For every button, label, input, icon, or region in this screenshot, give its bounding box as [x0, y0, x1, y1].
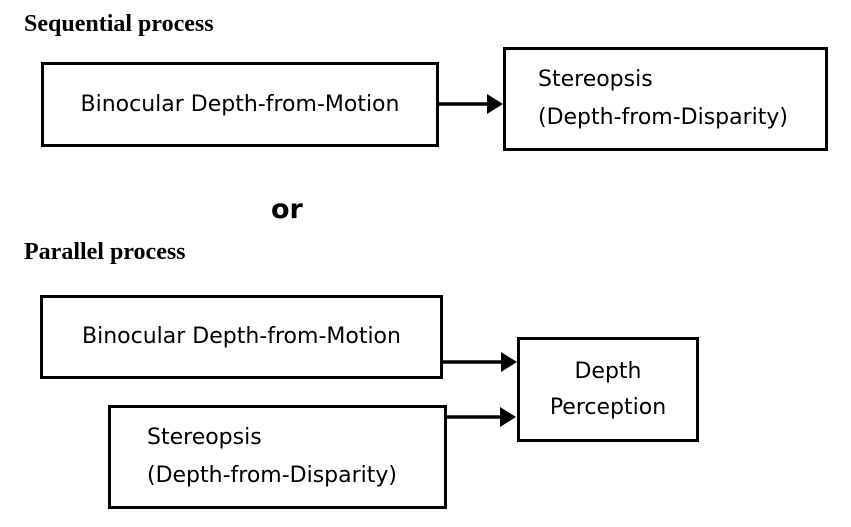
- parallel-stereopsis-box: Stereopsis (Depth-from-Disparity): [108, 405, 447, 509]
- parallel-process-heading: Parallel process: [24, 239, 186, 265]
- parallel-top-right-arrow-icon: [441, 352, 517, 372]
- or-label: or: [271, 194, 303, 225]
- sequential-binocular-label: Binocular Depth-from-Motion: [80, 91, 400, 117]
- depth-perception-label-line2: Perception: [549, 394, 667, 420]
- depth-perception-label-line1: Depth: [574, 358, 642, 384]
- sequential-stereopsis-label-line2: (Depth-from-Disparity): [538, 105, 789, 130]
- parallel-binocular-depth-from-motion-box: Binocular Depth-from-Motion: [40, 295, 443, 379]
- sequential-process-heading: Sequential process: [24, 11, 214, 37]
- parallel-stereopsis-label-line2: (Depth-from-Disparity): [147, 463, 398, 488]
- sequential-stereopsis-label-line1: Stereopsis: [538, 67, 653, 92]
- sequential-right-arrow-icon: [439, 94, 503, 114]
- parallel-binocular-label: Binocular Depth-from-Motion: [82, 324, 401, 349]
- sequential-binocular-depth-from-motion-box: Binocular Depth-from-Motion: [41, 62, 439, 147]
- parallel-stereopsis-label-line1: Stereopsis: [147, 425, 262, 450]
- sequential-stereopsis-box: Stereopsis (Depth-from-Disparity): [503, 47, 828, 151]
- parallel-bottom-right-arrow-icon: [445, 407, 516, 427]
- depth-perception-box: Depth Perception: [517, 337, 699, 442]
